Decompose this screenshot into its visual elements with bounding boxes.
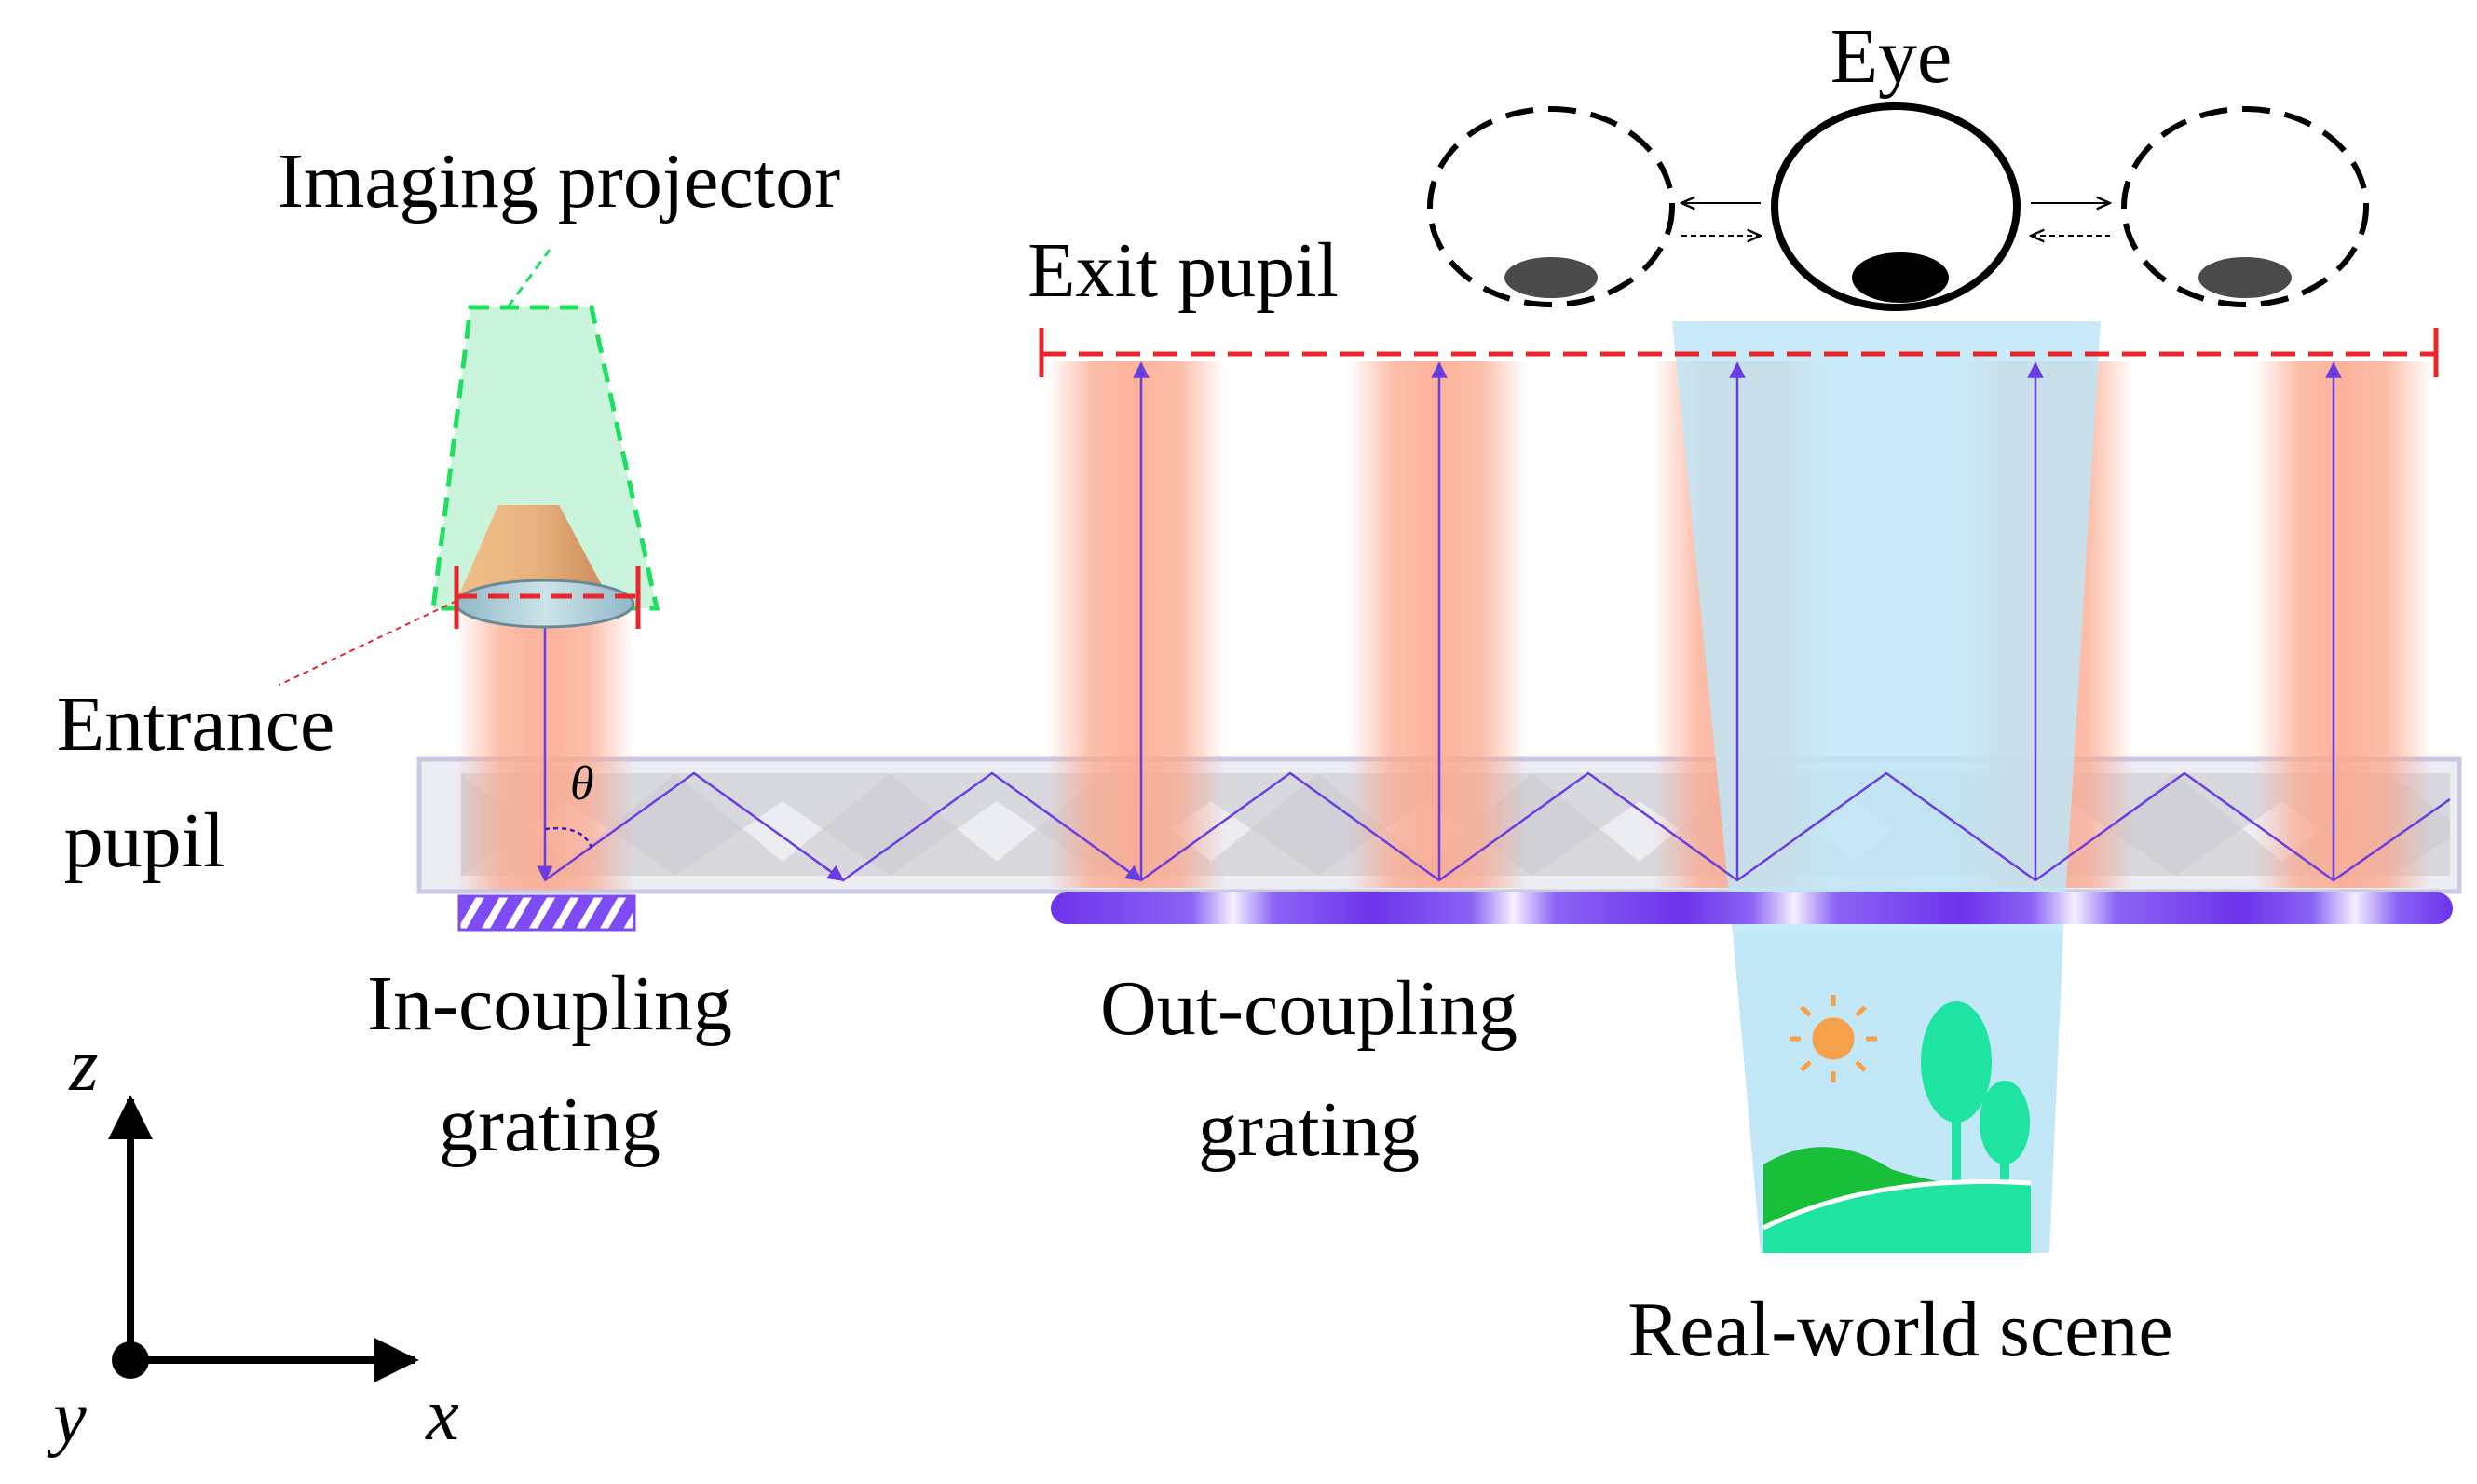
real-world-scene-label: Real-world scene [1627, 1287, 2172, 1373]
axis-x-label: x [425, 1374, 459, 1456]
pupil-center-icon [1852, 252, 1949, 303]
eye-icon [1771, 102, 2021, 311]
in-coupling-label-line1: In-coupling [367, 960, 732, 1047]
in-coupling-grating [457, 894, 636, 932]
output-beam-2 [1349, 361, 1526, 888]
coordinate-axes [108, 1095, 419, 1382]
eye-movement-arrows [1681, 203, 2110, 236]
tree-icon [1921, 1001, 2030, 1202]
out-coupling-grating [1051, 892, 2453, 924]
axis-y-label: y [47, 1377, 87, 1459]
eye-position-right [2121, 106, 2369, 307]
exit-pupil-label: Exit pupil [1028, 227, 1339, 314]
projector-leader-line [506, 249, 551, 308]
ray-paths [537, 361, 2451, 882]
guided-ray [544, 771, 2451, 882]
eye-label: Eye [1831, 13, 1953, 100]
entrance-pupil-leader-line [279, 600, 457, 686]
output-beam-1 [1048, 361, 1225, 888]
output-beam-5 [2254, 361, 2431, 888]
pupil-left-icon [1504, 257, 1598, 298]
pupil-right-icon [2198, 257, 2292, 298]
imaging-projector [430, 305, 660, 629]
out-coupling-label-line1: Out-coupling [1100, 965, 1518, 1052]
y-axis-origin [112, 1341, 149, 1379]
exit-pupil-marker [1039, 328, 2439, 377]
in-coupling-label-line2: grating [439, 1082, 660, 1168]
hill-icon [1762, 1147, 2032, 1253]
projector-lens [455, 579, 635, 629]
theta-label: θ [570, 757, 594, 810]
entrance-pupil-label-line1: Entrance [57, 681, 334, 768]
axis-z-label: z [68, 1025, 98, 1107]
imaging-projector-label: Imaging projector [278, 138, 840, 225]
projector-lens-cone [456, 505, 610, 601]
sun-icon [1790, 995, 1877, 1082]
entrance-pupil-label-line2: pupil [64, 797, 225, 884]
eye-position-left [1427, 106, 1675, 307]
real-world-scene-icon [1762, 995, 2032, 1253]
out-coupling-label-line2: grating [1198, 1086, 1420, 1173]
